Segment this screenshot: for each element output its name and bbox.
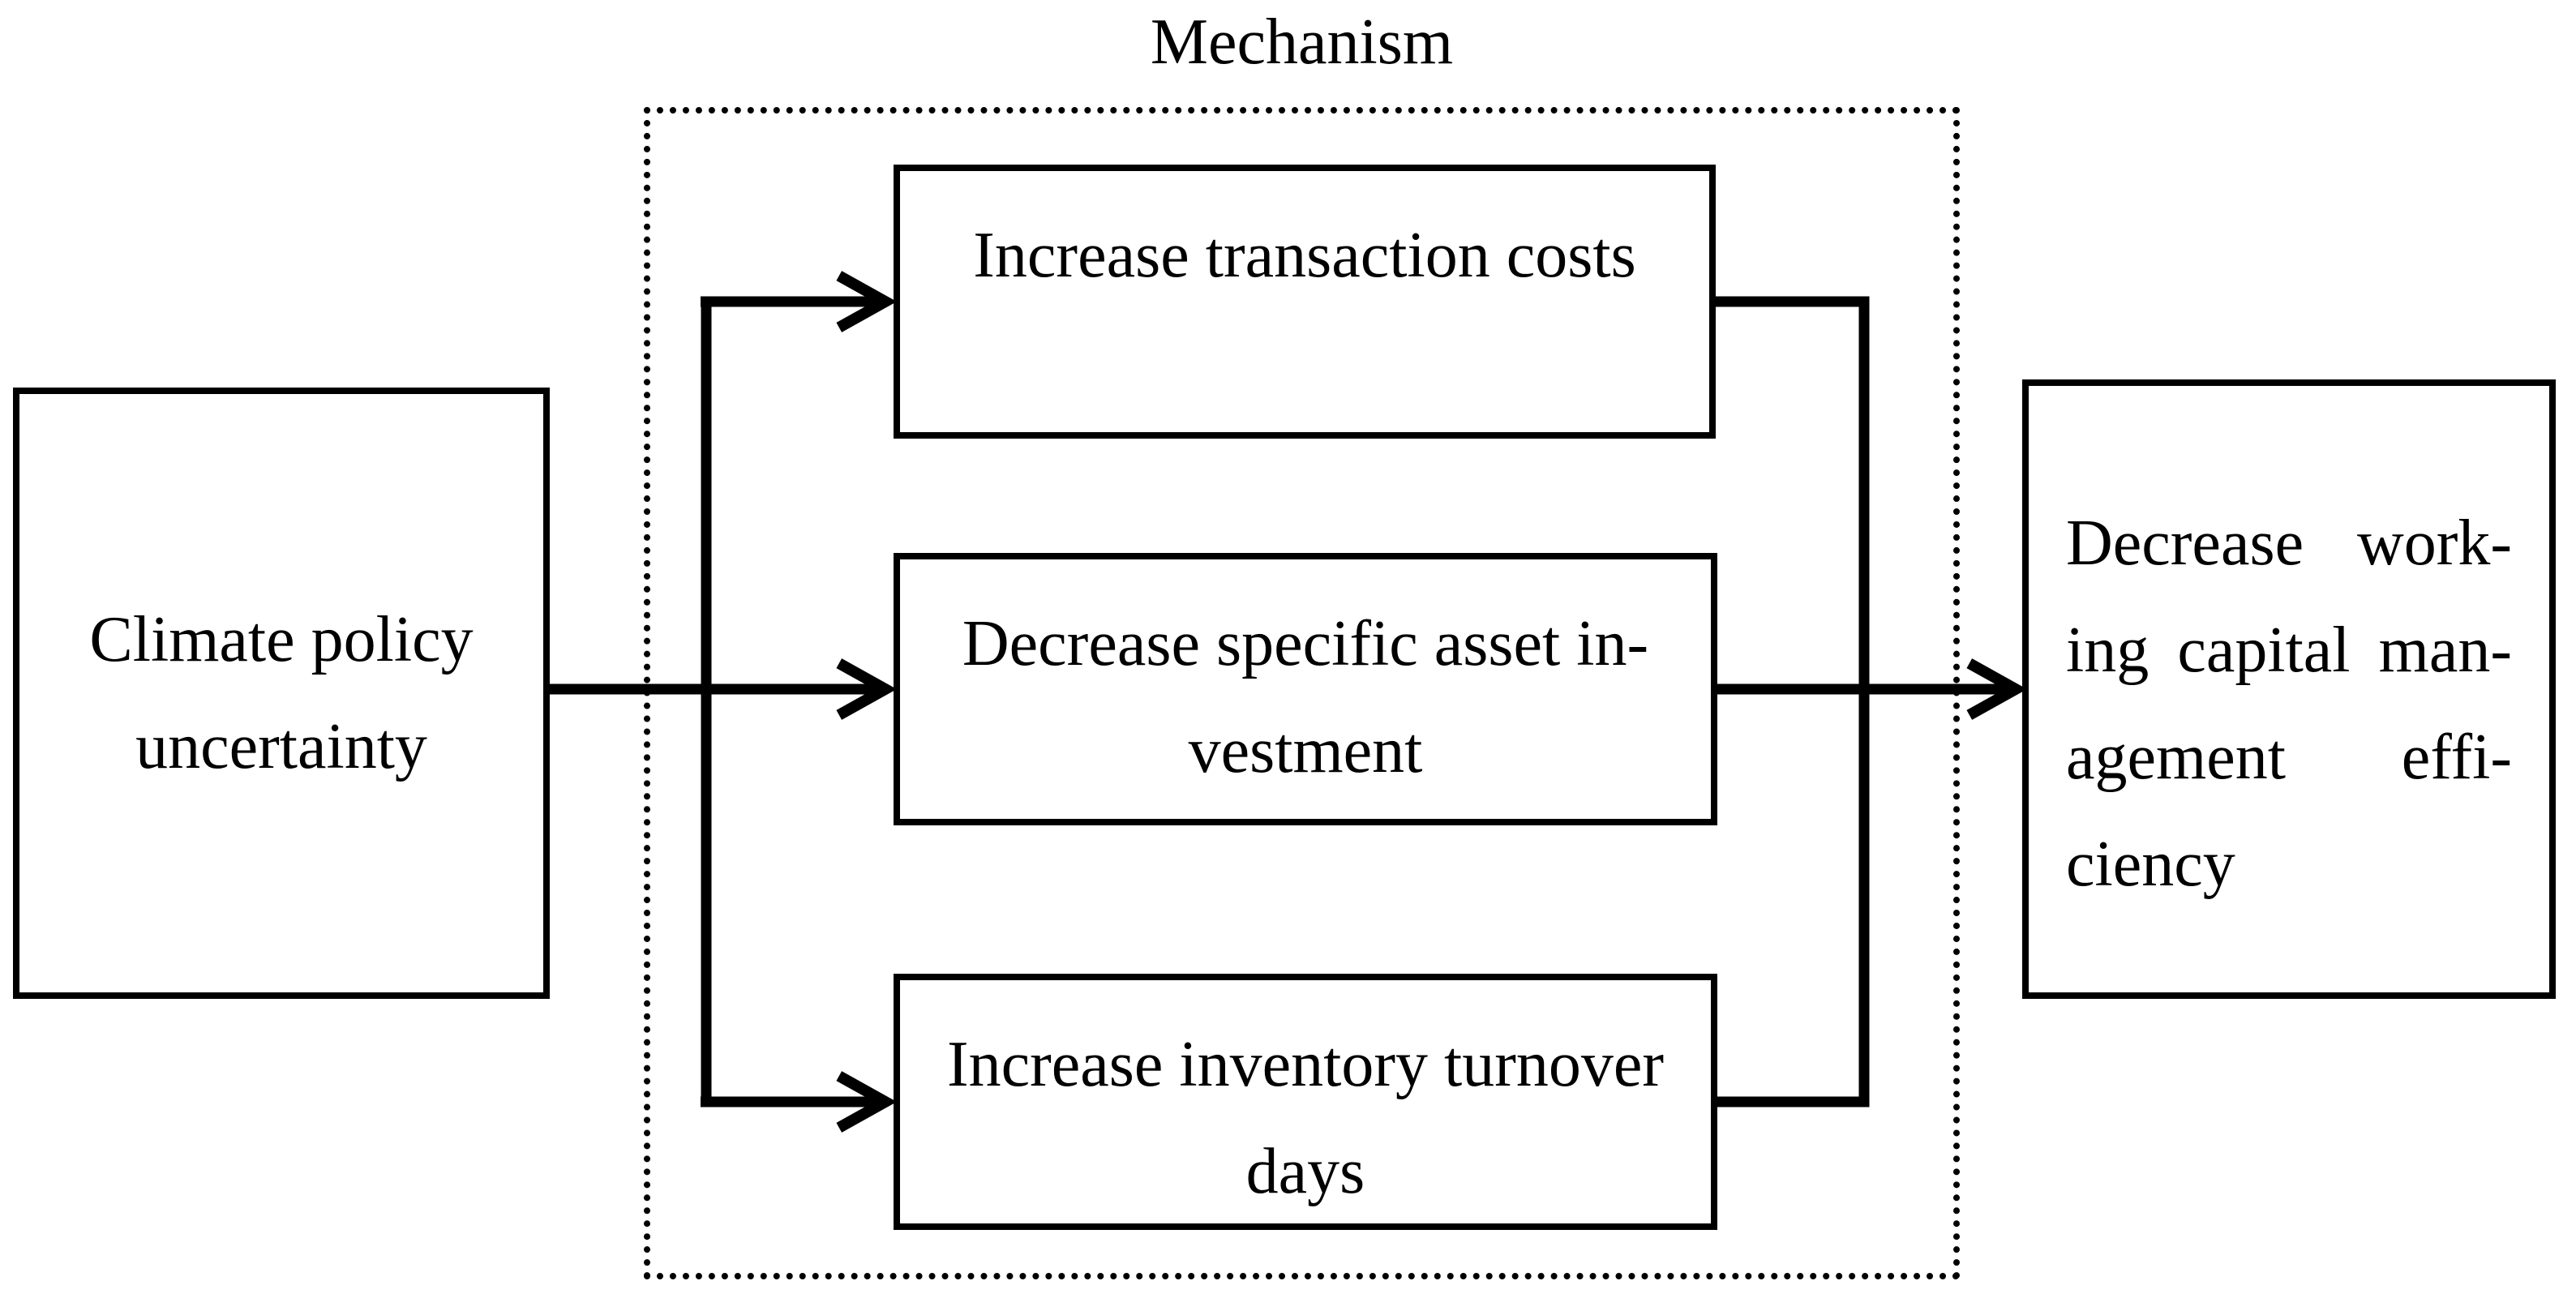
node-text-line: days <box>1245 1136 1365 1207</box>
node-text-line: uncertainty <box>135 711 427 782</box>
node-climate-policy-uncertainty: Climate policy uncertainty <box>13 388 550 999</box>
word: man- <box>2378 615 2512 686</box>
word: work- <box>2356 508 2512 579</box>
node-text-line: Increase inventory turnover <box>946 1029 1665 1100</box>
word: effi- <box>2401 722 2512 793</box>
edge-collector <box>1712 296 1870 1107</box>
word: ciency <box>2066 829 2235 900</box>
node-text-line: ing capital man- <box>2066 597 2512 704</box>
node-decrease-working-capital-management-efficiency: Decrease work- ing capital man- agement effi… <box>2022 379 2556 999</box>
node-text-line: Decrease work- <box>2066 490 2512 597</box>
word: ing <box>2066 615 2150 686</box>
node-increase-transaction-costs: Increase transaction costs <box>894 165 1716 439</box>
node-decrease-specific-asset-investment: Decrease specific asset in- vestment <box>894 553 1717 825</box>
word: agement <box>2066 722 2286 793</box>
node-text-line: ciency <box>2066 811 2512 918</box>
node-text-line: agement effi- <box>2066 704 2512 811</box>
node-text-line: Increase transaction costs <box>973 220 1636 291</box>
node-text-line: vestment <box>1188 715 1423 786</box>
node-text-line: Decrease specific asset in- <box>962 608 1649 679</box>
node-increase-inventory-turnover-days: Increase inventory turnover days <box>894 974 1717 1230</box>
node-text-line: Climate policy <box>89 604 474 675</box>
word: capital <box>2177 615 2351 686</box>
word: Decrease <box>2066 508 2304 579</box>
diagram-title: Mechanism <box>1150 6 1454 78</box>
